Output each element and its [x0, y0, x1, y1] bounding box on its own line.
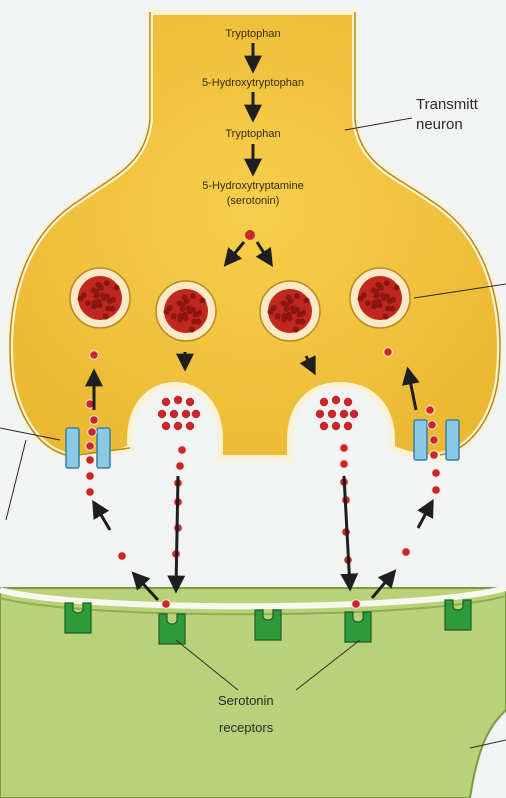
transmitter-label-line1: Transmitt [416, 96, 478, 113]
vesicle-icon [350, 268, 410, 328]
serotonin-dot [426, 406, 435, 415]
serotonin-dot [402, 548, 411, 557]
pathway-step-4: 5-Hydroxytryptamine [0, 180, 506, 193]
transporter-icon [66, 428, 79, 468]
vesicle-icon [156, 281, 216, 341]
serotonin-dot [430, 436, 439, 445]
serotonin-dot [86, 488, 95, 497]
serotonin-dot [384, 348, 393, 357]
serotonin-dot [86, 456, 95, 465]
serotonin-dot [340, 460, 349, 469]
serotonin-molecule [245, 230, 255, 240]
vesicle-icon [70, 268, 130, 328]
serotonin-dot [162, 600, 171, 609]
serotonin-dot [432, 469, 441, 478]
pathway-step-1: Tryptophan [0, 28, 506, 41]
vesicle-icon [260, 281, 320, 341]
left-edge-pointer [6, 440, 26, 520]
serotonin-dot [176, 462, 185, 471]
release-site [158, 396, 200, 430]
serotonin-dot [88, 428, 97, 437]
serotonin-dot [90, 351, 99, 360]
serotonin-dot [118, 552, 127, 561]
transporter-icon [414, 420, 427, 460]
serotonin-dot [86, 442, 95, 451]
transporter-icon [446, 420, 459, 460]
receptors-label-line1: Serotonin [218, 694, 274, 709]
pathway-step-4-sub: (serotonin) [0, 195, 506, 208]
serotonin-dot [178, 446, 187, 455]
serotonin-dot [340, 444, 349, 453]
transporter-icon [97, 428, 110, 468]
serotonin-dot [428, 421, 437, 430]
transmitter-label-line2: neuron [416, 116, 463, 133]
serotonin-dot [86, 472, 95, 481]
serotonin-dot [432, 486, 441, 495]
serotonin-dot [352, 600, 361, 609]
serotonin-dot [90, 416, 99, 425]
release-site [316, 396, 358, 430]
pathway-step-2: 5-Hydroxytryptophan [0, 77, 506, 90]
serotonin-dot [430, 451, 439, 460]
receptors-label-line2: receptors [219, 721, 273, 736]
